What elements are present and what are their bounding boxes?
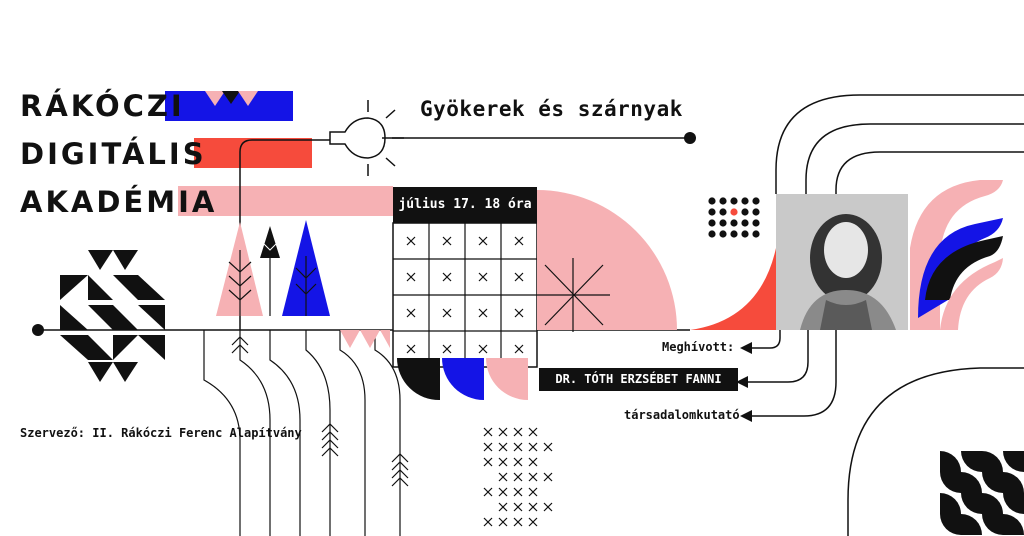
black-triangle-on-blue — [222, 91, 240, 104]
x-grid — [392, 222, 538, 368]
title-line-1: RÁKÓCZI — [20, 89, 185, 123]
guest-label: Meghívott: — [662, 340, 735, 354]
small-tree-branches — [263, 243, 277, 251]
wire-end-dot — [684, 132, 696, 144]
triangle-pattern — [60, 250, 165, 382]
root-lines — [203, 330, 401, 536]
organizer: Szervező: II. Rákóczi Ferenc Alapítvány — [20, 426, 302, 440]
title-line-3: AKADÉMIA — [20, 185, 218, 219]
small-black-tree — [260, 226, 280, 258]
title-line-2: DIGITÁLIS — [20, 137, 207, 171]
portrait-photo — [776, 194, 908, 330]
pink-bar — [178, 186, 393, 216]
red-bar — [194, 138, 312, 168]
black-quarter — [397, 358, 440, 401]
pink-tree-branches — [228, 250, 252, 316]
bottom-right-arc — [847, 367, 1024, 536]
subtitle: Gyökerek és szárnyak — [420, 97, 683, 121]
quarter-circle-pattern — [940, 451, 1024, 535]
dot-matrix — [708, 197, 760, 238]
guest-name: DR. TÓTH ERZSÉBET FANNI — [539, 368, 738, 391]
event-date: július 17. 18 óra — [393, 187, 537, 223]
guest-role: társadalomkutató — [624, 408, 740, 422]
pink-triangles-on-blue — [205, 91, 225, 106]
lightbulb-icon — [329, 100, 404, 176]
pink-triangle-on-blue-2 — [238, 91, 258, 106]
arrow-head-2 — [736, 376, 748, 388]
black-wave — [925, 236, 1003, 300]
red-curve-shape — [690, 248, 776, 330]
main-line-dot — [32, 324, 44, 336]
guest-arrow-lines — [742, 330, 837, 417]
pink-semicircle — [537, 190, 677, 330]
arrow-head-3 — [740, 410, 752, 422]
pink-quarter — [486, 358, 528, 400]
x-pattern — [483, 427, 553, 527]
pink-zigzag — [340, 330, 390, 348]
root-arrow-marks — [231, 336, 409, 487]
pink-wave-lower — [940, 258, 1003, 330]
wire-line — [239, 139, 330, 330]
star-lines — [537, 258, 610, 332]
arrow-head-1 — [740, 342, 752, 354]
arc-lines — [775, 94, 1024, 194]
blue-quarter — [442, 358, 484, 400]
blue-tree-branches — [295, 256, 317, 316]
